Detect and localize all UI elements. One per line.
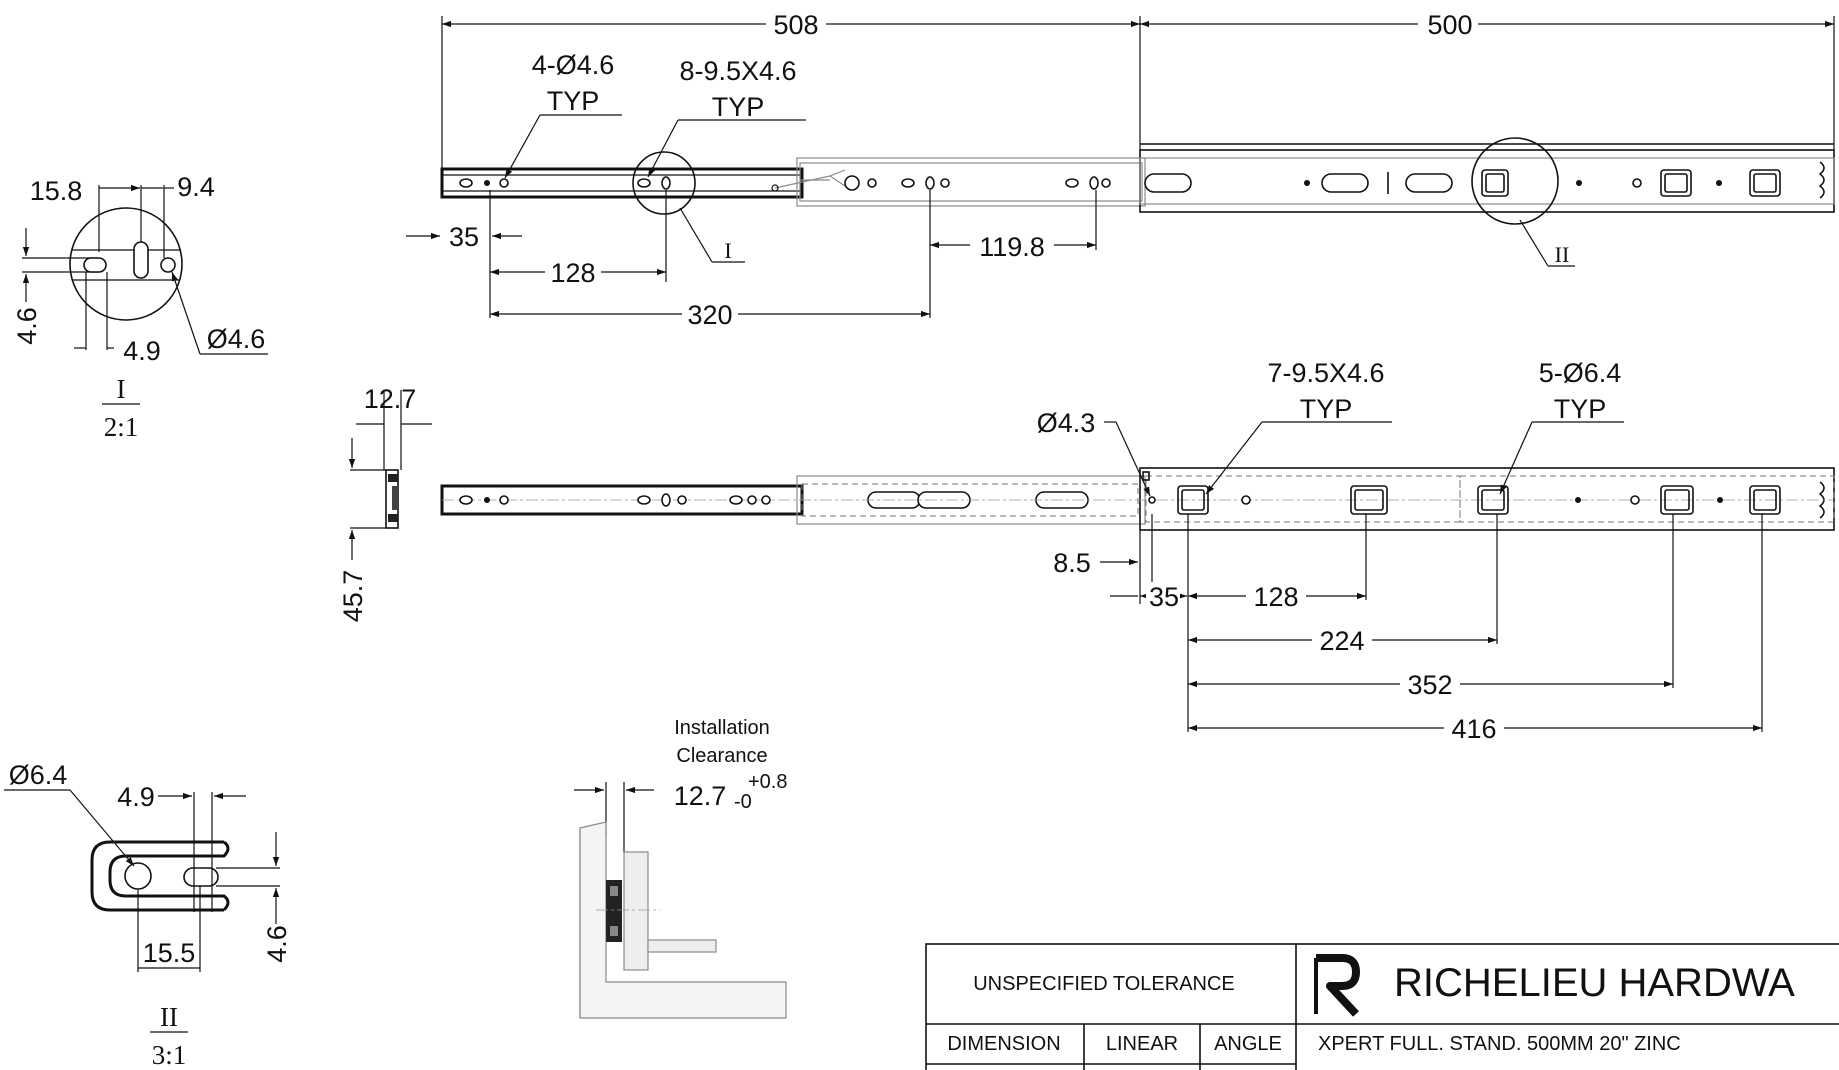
end-view-width: 12.7 <box>364 384 417 414</box>
top-view: 508 500 <box>406 10 1835 330</box>
dim-508: 508 <box>773 10 818 40</box>
detail-2-scale: 3:1 <box>152 1040 187 1070</box>
installation-line-2: Clearance <box>676 745 767 767</box>
dim-320-top: 320 <box>687 300 732 330</box>
detail-1-circle <box>69 207 183 321</box>
bottom-holes <box>459 471 1781 515</box>
installation-value: 12.7 <box>674 781 727 811</box>
detail-1-dim-15-8: 15.8 <box>30 176 83 206</box>
product-description: XPERT FULL. STAND. 500MM 20" ZINC <box>1318 1033 1681 1055</box>
bottom-dim-35: 35 <box>1149 582 1179 612</box>
dim-500: 500 <box>1427 10 1472 40</box>
outer-member <box>1139 149 1835 213</box>
end-view-height: 45.7 <box>338 570 368 623</box>
col-linear: LINEAR <box>1106 1033 1178 1055</box>
holes-note-top-1: 4-Ø4.6 <box>532 50 615 80</box>
bottom-slots-note-2: TYP <box>1300 394 1353 424</box>
installation-clearance: Installation Clearance 12.7 +0.8 -0 <box>574 717 787 1019</box>
bottom-dim-416: 416 <box>1451 714 1496 744</box>
inner-member <box>440 167 804 199</box>
holes-note-top-2: TYP <box>547 86 600 116</box>
col-dimension: DIMENSION <box>947 1033 1060 1055</box>
bottom-holes-note-1: 5-Ø6.4 <box>1539 358 1622 388</box>
detail-2-dim-15-5: 15.5 <box>143 938 196 968</box>
detail-2-hole <box>124 862 152 890</box>
detail-2: 4.9 4.6 Ø6.4 15.5 II 3:1 <box>4 760 292 1070</box>
tolerance-label: UNSPECIFIED TOLERANCE <box>973 973 1235 995</box>
detail-1-dim-4-9: 4.9 <box>123 336 161 366</box>
end-view: 12.7 45.7 <box>338 384 432 622</box>
col-angle: ANGLE <box>1214 1033 1282 1055</box>
slots-note-top-2: TYP <box>712 92 765 122</box>
bottom-hole-dia: Ø4.3 <box>1037 408 1096 438</box>
top-holes <box>459 169 1781 197</box>
dim-128-top: 128 <box>550 258 595 288</box>
detail-circle-2 <box>1471 137 1559 225</box>
bottom-outer-member <box>1139 467 1835 531</box>
company-name: RICHELIEU HARDWA <box>1394 961 1795 1005</box>
bottom-view: Ø4.3 7-9.5X4.6 TYP 5-Ø6.4 TYP 8.5 35 128… <box>440 358 1835 744</box>
bottom-slots-note-1: 7-9.5X4.6 <box>1267 358 1384 388</box>
detail-mark-2: II <box>1555 242 1570 267</box>
detail-2-dim-4-9: 4.9 <box>117 782 155 812</box>
detail-1: 15.8 9.4 4.6 4.9 Ø4.6 I 2:1 <box>12 172 268 442</box>
detail-2-dim-4-6: 4.6 <box>262 925 292 963</box>
dim-119-8: 119.8 <box>979 232 1045 262</box>
bottom-dim-8-5: 8.5 <box>1053 548 1091 578</box>
bottom-dim-224: 224 <box>1319 626 1364 656</box>
dim-35-top: 35 <box>449 222 479 252</box>
detail-2-label: II <box>160 1002 178 1032</box>
detail-2-hole-dia: Ø6.4 <box>9 760 68 790</box>
slots-note-top-1: 8-9.5X4.6 <box>679 56 796 86</box>
richelieu-logo-icon <box>1314 954 1360 1017</box>
detail-circle-1 <box>632 151 696 215</box>
installation-line-1: Installation <box>674 717 770 739</box>
detail-1-dim-4-6: 4.6 <box>12 307 42 345</box>
title-block: UNSPECIFIED TOLERANCE DIMENSION LINEAR A… <box>925 943 1839 1070</box>
bottom-dim-352: 352 <box>1407 670 1452 700</box>
detail-1-label: I <box>117 374 126 404</box>
installation-tol-minus: -0 <box>734 791 752 813</box>
detail-1-hole-dia: Ø4.6 <box>207 324 266 354</box>
bottom-dim-128: 128 <box>1253 582 1298 612</box>
bottom-holes-note-2: TYP <box>1554 394 1607 424</box>
detail-1-scale: 2:1 <box>104 412 139 442</box>
detail-2-bracket <box>90 840 224 912</box>
installation-tol-plus: +0.8 <box>748 771 787 793</box>
detail-1-dim-9-4: 9.4 <box>177 172 215 202</box>
detail-mark-1: I <box>724 238 731 263</box>
